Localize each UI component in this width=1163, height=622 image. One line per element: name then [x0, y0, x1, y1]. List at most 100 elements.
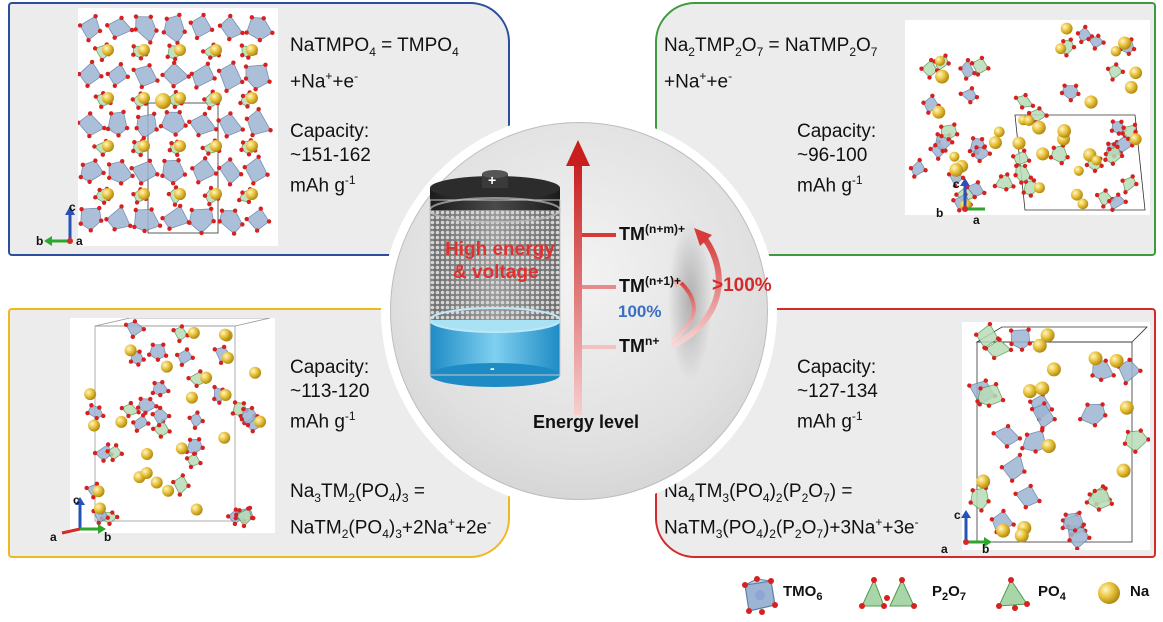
oxygen-atom	[94, 481, 100, 487]
oxygen-atom	[147, 63, 152, 68]
oxygen-atom	[78, 120, 81, 125]
legend-tmo6-label: TMO6	[783, 583, 823, 603]
oxygen-atom	[207, 201, 212, 207]
sodium-atom	[138, 92, 150, 104]
sodium-atom	[1033, 182, 1045, 194]
oxygen-atom	[199, 230, 204, 236]
oxygen-atom	[1028, 193, 1034, 198]
oxygen-atom	[190, 355, 195, 361]
polyhedron	[172, 325, 189, 342]
sodium-atom	[988, 136, 1002, 150]
oxygen-atom	[92, 46, 98, 51]
polyhedron	[161, 62, 190, 87]
polyhedron	[1031, 402, 1056, 429]
oxygen-atom	[164, 110, 170, 115]
polyhedron	[1014, 485, 1041, 508]
oxygen-atom	[921, 100, 926, 105]
sodium-atom	[1070, 188, 1083, 201]
oxygen-atom	[1114, 62, 1119, 67]
oxygen-atom	[249, 405, 255, 411]
axis-label-b: b	[982, 542, 990, 556]
oxygen-atom	[1020, 446, 1025, 451]
oxygen-atom	[1110, 119, 1116, 124]
oxygen-atom	[208, 55, 213, 60]
oxygen-atom	[1110, 77, 1115, 82]
polyhedron	[107, 444, 123, 461]
oxygen-atom	[130, 97, 135, 102]
sodium-atom	[160, 360, 173, 373]
sodium-atom	[102, 188, 114, 200]
oxygen-atom	[130, 334, 136, 340]
sodium-atom	[150, 476, 163, 489]
oxygen-atom	[239, 417, 245, 422]
oxygen-atom	[150, 342, 156, 348]
axis-label-c: c	[69, 200, 76, 214]
oxygen-atom	[232, 521, 238, 527]
oxygen-atom	[138, 181, 144, 186]
oxygen-atom	[957, 208, 962, 213]
oxygen-atom	[98, 218, 104, 223]
oxygen-atom	[212, 384, 217, 390]
sodium-atom	[1055, 43, 1067, 55]
oxygen-atom	[954, 192, 959, 197]
oxygen-atom	[1103, 157, 1108, 162]
oxygen-atom	[1022, 163, 1028, 169]
oxygen-atom	[253, 86, 258, 92]
oxygen-atom	[87, 111, 93, 116]
oxygen-atom	[93, 195, 98, 200]
oxygen-atom	[1014, 163, 1019, 169]
sodium-atom	[174, 140, 186, 152]
oxygen-atom	[1021, 190, 1026, 195]
oxygen-atom	[141, 326, 147, 332]
oxygen-atom	[975, 72, 981, 77]
oxygen-atom	[1048, 155, 1054, 160]
oxygen-atom	[1119, 119, 1124, 125]
oxygen-atom	[1005, 423, 1011, 429]
battery-plus-sign: +	[488, 172, 497, 188]
oxygen-atom	[163, 353, 169, 358]
oxygen-atom	[917, 157, 922, 163]
oxygen-atom	[93, 158, 98, 163]
polyhedron	[940, 124, 958, 140]
oxygen-atom	[106, 162, 112, 167]
oxygen-atom	[978, 386, 983, 391]
sodium-atom	[934, 55, 946, 67]
oxygen-atom	[963, 76, 969, 81]
oxygen-atom	[131, 191, 136, 197]
oxygen-atom	[974, 145, 979, 150]
polyhedron	[79, 15, 101, 41]
sodium-atom	[218, 431, 231, 444]
oxygen-atom	[1026, 110, 1032, 116]
oxygen-atom	[270, 30, 275, 36]
sodium-atom	[1116, 463, 1131, 478]
structure-bottom-right-image	[962, 322, 1150, 550]
oxygen-atom	[986, 66, 991, 71]
oxygen-atom	[1087, 492, 1092, 497]
oxygen-atom	[97, 405, 102, 410]
oxygen-atom	[268, 128, 273, 133]
oxygen-atom	[177, 12, 182, 18]
oxygen-atom	[960, 175, 966, 180]
oxygen-atom	[1026, 327, 1031, 332]
oxygen-atom	[160, 379, 165, 385]
oxygen-atom	[927, 75, 932, 80]
oxygen-atom	[1001, 508, 1006, 514]
oxygen-atom	[1123, 190, 1128, 195]
oxygen-atom	[1013, 172, 1018, 178]
oxygen-atom	[171, 60, 177, 66]
oxygen-atom	[1068, 37, 1074, 42]
oxygen-atom	[131, 44, 136, 49]
oxygen-atom	[1037, 106, 1042, 111]
oxygen-atom	[1065, 154, 1070, 160]
oxygen-atom	[79, 206, 84, 212]
oxygen-atom	[1028, 175, 1034, 180]
oxygen-atom	[1130, 174, 1135, 179]
oxygen-atom	[221, 344, 227, 350]
oxygen-atom	[993, 382, 999, 387]
oxygen-atom	[194, 85, 199, 90]
oxygen-atom	[173, 185, 179, 190]
oxygen-atom	[211, 219, 216, 224]
oxygen-atom	[954, 132, 960, 137]
oxygen-atom	[206, 151, 211, 156]
oxygen-atom	[134, 200, 140, 205]
